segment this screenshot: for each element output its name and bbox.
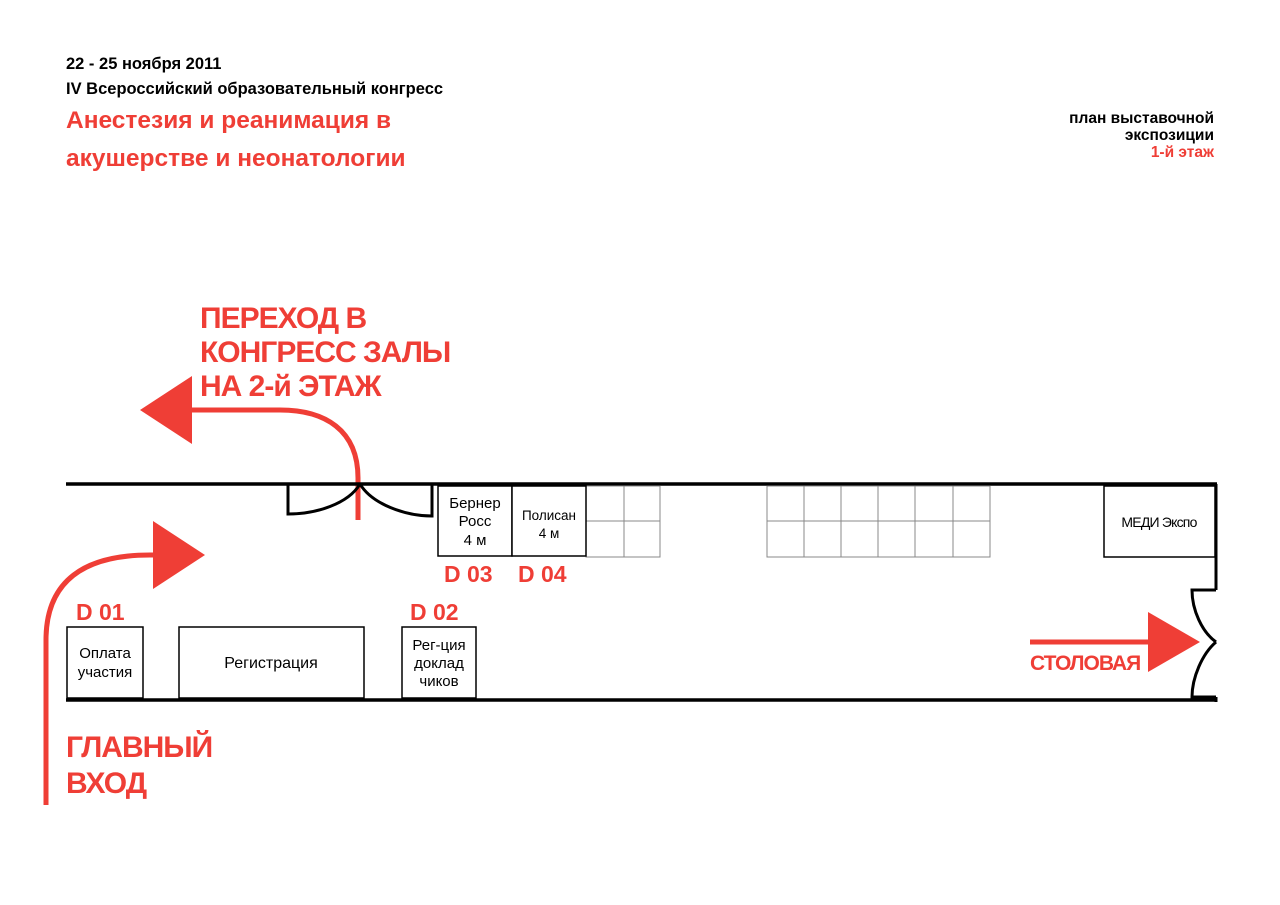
stand-d03-label-3: 4 м: [464, 532, 487, 549]
stand-d03-code: D 03: [444, 561, 493, 587]
stand-d03-box: [437, 485, 513, 557]
transition-arrow: [140, 376, 361, 520]
transition-door: [286, 483, 434, 518]
main-entrance-arrow: [43, 521, 205, 805]
stand-d01-label-1: Оплата: [79, 645, 131, 662]
floor-label: 1-й этаж: [1150, 144, 1214, 161]
stand-d01-label-2: участия: [78, 664, 133, 681]
plan-label: план выставочной экспозиции 1-й этаж: [1069, 110, 1214, 161]
congress-title-line2: акушерстве и неонатологии: [66, 145, 406, 172]
stand-d02-label-1: Рег-ция: [412, 637, 465, 654]
stand-d03-label-2: Росс: [459, 513, 492, 530]
hall-walls: [66, 482, 1218, 702]
stand-d04-label-1: Полисан: [522, 508, 576, 523]
main-entrance-sign: ГЛАВНЫЙ ВХОД: [66, 730, 213, 802]
stand-d01-code: D 01: [76, 599, 125, 625]
stand-d02-label-3: чиков: [419, 673, 458, 690]
transition-sign-line1: ПЕРЕХОД В: [200, 302, 367, 335]
transition-sign: ПЕРЕХОД В КОНГРЕСС ЗАЛЫ НА 2-й ЭТАЖ: [200, 302, 451, 404]
stand-d01-box: [66, 626, 144, 699]
congress-title: Анестезия и реанимация в акушерстве и не…: [66, 102, 406, 178]
congress-name: IV Всероссийский образовательный конгрес…: [66, 80, 444, 98]
stand-medi-label: МЕДИ Экспо: [1121, 514, 1197, 530]
plan-label-line2: экспозиции: [1124, 127, 1214, 144]
congress-title-line1: Анестезия и реанимация в: [66, 107, 392, 134]
main-entrance-line2: ВХОД: [66, 767, 147, 800]
stand-medi-box: [1103, 485, 1216, 558]
transition-sign-line3: НА 2-й ЭТАЖ: [200, 370, 382, 403]
plan-label-line1: план выставочной: [1069, 110, 1214, 127]
event-dates: 22 - 25 ноября 2011: [66, 55, 222, 73]
empty-stand-grid-right: [766, 485, 991, 558]
stand-d02-box: [401, 626, 477, 699]
empty-stand-grid-left: [585, 485, 661, 558]
stand-d02-label-2: доклад: [414, 655, 464, 672]
stand-d04-label-2: 4 м: [539, 526, 560, 541]
transition-sign-line2: КОНГРЕСС ЗАЛЫ: [200, 336, 451, 369]
registration-label: Регистрация: [224, 655, 318, 672]
main-entrance-line1: ГЛАВНЫЙ: [66, 731, 213, 764]
stand-d02-code: D 02: [410, 599, 459, 625]
canteen-arrow: [1030, 612, 1200, 672]
stand-d04-box: [511, 485, 587, 557]
stand-d03-label-1: Бернер: [449, 495, 501, 512]
stand-d04-code: D 04: [518, 561, 567, 587]
canteen-door: [1190, 588, 1218, 699]
registration-box: [178, 626, 365, 699]
canteen-sign: СТОЛОВАЯ: [1030, 652, 1141, 675]
